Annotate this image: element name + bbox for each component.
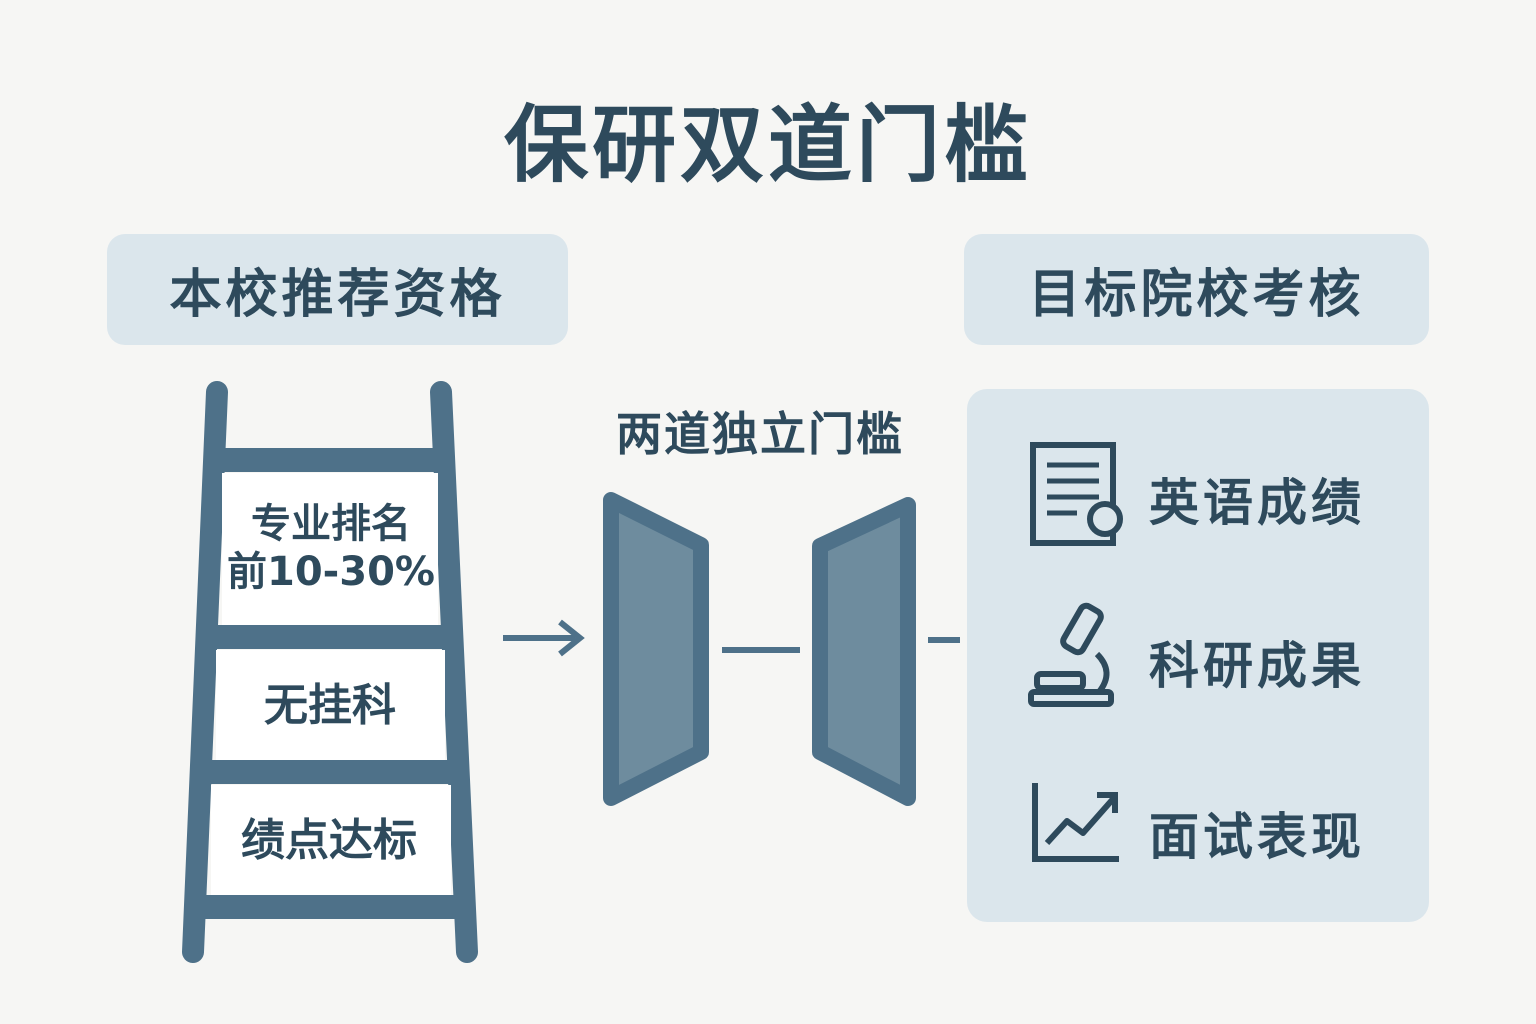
interview-label: 面试表现	[1149, 808, 1365, 866]
page-title: 保研双道门槛	[503, 96, 1032, 194]
ladder-box-1	[222, 473, 438, 625]
arrow-right-icon	[503, 619, 585, 657]
ladder	[182, 381, 478, 963]
no-fail-label: 无挂科	[264, 680, 396, 731]
document-icon	[1030, 442, 1123, 546]
ladder-rung-gpa: 绩点达标	[210, 815, 448, 868]
chart-up-icon	[1032, 783, 1119, 862]
ladder-box-3	[211, 785, 451, 895]
assessment-panel: 英语成绩 科研成果 面试表现	[967, 389, 1429, 922]
panel-item-research: 科研成果	[967, 602, 1429, 722]
gpa-label: 绩点达标	[241, 815, 417, 866]
door-left	[603, 492, 709, 806]
door-right	[812, 497, 916, 806]
target-school-header: 目标院校考核	[964, 234, 1429, 345]
ladder-rung-no-fail: 无挂科	[215, 680, 445, 733]
microscope-icon	[1028, 602, 1114, 707]
ladder-box-2	[216, 650, 445, 760]
panel-item-english: 英语成绩	[967, 439, 1429, 559]
ladder-rung-ranking: 专业排名 前10-30%	[222, 500, 440, 596]
two-gates-label: 两道独立门槛	[616, 407, 904, 461]
english-score-label: 英语成绩	[1149, 474, 1365, 532]
ranking-value: 前10-30%	[226, 549, 435, 595]
ladder-right-rail	[430, 381, 478, 963]
ladder-left-rail	[182, 381, 228, 963]
panel-item-interview: 面试表现	[967, 773, 1429, 893]
target-school-header-label: 目标院校考核	[1028, 265, 1365, 325]
home-school-header-label: 本校推荐资格	[169, 265, 506, 325]
ranking-label: 专业排名	[251, 501, 411, 547]
research-label: 科研成果	[1149, 637, 1365, 695]
home-school-header: 本校推荐资格	[107, 234, 568, 345]
